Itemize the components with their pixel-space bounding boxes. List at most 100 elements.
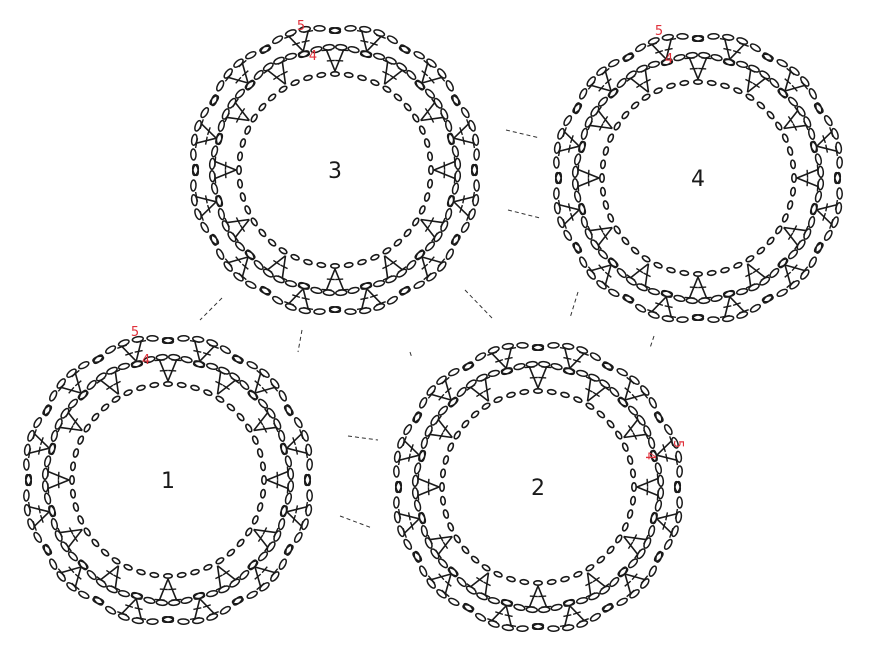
round-5-label: 5 — [670, 440, 685, 448]
motif-1-scallop-chain — [78, 389, 89, 401]
motif-3-chain-stitch — [258, 228, 267, 237]
motif-2-chain-stitch — [440, 483, 444, 491]
motif-1-scallop-chain — [278, 518, 286, 530]
motif-1-scallop-chain — [257, 551, 268, 562]
motif-3-scallop-chain — [272, 295, 284, 305]
motif-2-dc-bar — [409, 454, 411, 462]
motif-2-scallop-chain — [648, 397, 658, 409]
motif-2-chain-stitch — [606, 545, 615, 554]
motif-4-scallop-chain — [815, 242, 823, 254]
motif-2-scallop-chain — [488, 369, 500, 377]
motif-3-chain-stitch — [303, 259, 312, 266]
motif-3-scallop-chain — [468, 120, 477, 132]
motif-3-scallop-chain — [386, 35, 398, 45]
motif-1-scallop-chain — [181, 596, 193, 604]
motif-2-scallop-chain — [414, 462, 422, 474]
motif-2-scallop-chain — [418, 565, 428, 577]
motif-3-chain-stitch — [250, 113, 258, 122]
motif-1-scallop-chain — [105, 605, 117, 615]
motif-3-dc-bar — [206, 137, 208, 145]
motif-4-scallop-chain — [736, 60, 748, 68]
motif-3-chain-stitch — [370, 79, 379, 86]
motif-3-scallop-chain — [244, 250, 256, 261]
motif-1-scallop-chain — [307, 490, 313, 501]
motif-2-scallop-chain — [602, 362, 614, 370]
motif-4-dc-bar — [698, 68, 706, 69]
motif-4-scallop-chain — [572, 166, 578, 177]
motif-2-scallop-chain — [403, 538, 413, 550]
motif-4-scallop-chain — [597, 96, 608, 107]
motif-2-chain-stitch — [470, 555, 479, 564]
motif-2-chain-stitch — [596, 410, 605, 419]
motif-4-dc-bar — [807, 178, 808, 186]
motif-1-chain-stitch — [260, 462, 266, 471]
motif-3-chain-stitch — [357, 75, 366, 82]
motif-1-chain-stitch — [91, 412, 100, 421]
motif-4-scallop-chain — [622, 295, 634, 303]
motif-4-scallop-chain — [578, 88, 588, 100]
motif-3-scallop-chain — [413, 50, 425, 60]
motif-2-scallop-chain — [513, 363, 525, 371]
motif-4-chain-stitch — [707, 80, 716, 86]
motif-1-scallop-chain — [266, 541, 277, 553]
motif-3-scallop-chain — [285, 303, 297, 312]
motif-1-dc-bar — [277, 472, 278, 480]
motif-1-scallop-chain — [206, 339, 218, 348]
motif-1-chain-stitch — [203, 389, 212, 396]
motif-3-scallop-chain — [262, 62, 274, 73]
motif-2-chain-stitch — [461, 545, 470, 554]
motif-4-scallop-chain — [616, 267, 627, 278]
motif-4-chain-stitch — [790, 187, 796, 196]
motif-2-scallop-chain — [658, 487, 664, 498]
motif-3-chain-stitch — [393, 93, 402, 102]
motif-4-scallop-chain — [625, 70, 637, 81]
motif-4-chain-stitch — [733, 262, 742, 269]
motif-3-scallop-chain — [234, 88, 245, 99]
motif-4-scallop-chain — [823, 229, 833, 241]
motif-3-scallop-chain — [433, 97, 444, 109]
motif-2-chain-stitch — [481, 564, 490, 572]
motif-2-chain-stitch — [440, 469, 446, 478]
motif-4-scallop-chain — [586, 76, 597, 88]
motif-2-chain-stitch — [632, 483, 636, 491]
motif-3-dc-bar — [302, 41, 310, 43]
motif-1-chain-stitch — [260, 489, 266, 498]
motif-1-dc-bar — [168, 589, 176, 590]
motif-1-scallop-chain — [168, 600, 179, 606]
motif-3-dc-bar — [327, 60, 335, 61]
motif-2-chain-stitch — [622, 442, 629, 451]
motif-3-scallop-chain — [399, 45, 411, 53]
motif-1-scallop-chain — [92, 354, 104, 365]
motif-4-dc-bar — [665, 49, 673, 51]
motif-3-scallop-chain — [209, 170, 215, 181]
motif-1-scallop-chain — [147, 336, 158, 342]
motif-4-scallop-chain — [698, 52, 709, 58]
join-line — [508, 210, 540, 218]
motif-2-scallop-chain — [488, 346, 500, 355]
motif-3-scallop-chain — [211, 183, 219, 195]
motif-1-dc-bar — [160, 370, 168, 371]
motif-2-scallop-chain — [394, 466, 400, 477]
motif-1-scallop-chain — [42, 480, 48, 491]
motif-1-chain-stitch — [262, 476, 266, 484]
motif-4-dc-bar — [826, 203, 828, 211]
motif-2-scallop-chain — [609, 386, 620, 397]
motif-4-scallop-chain — [563, 115, 573, 127]
motif-3-chain-stitch — [370, 254, 379, 261]
motif-4-scallop-chain — [808, 128, 816, 140]
motif-1-dc-bar — [168, 370, 176, 371]
motif-4-chain-stitch — [707, 270, 716, 276]
motif-3-scallop-chain — [415, 249, 426, 261]
motif-1-chain-stitch — [203, 564, 212, 571]
motif-3-chain-stitch — [357, 259, 366, 266]
motif-1-scallop-chain — [50, 518, 58, 530]
motif-3-scallop-chain — [460, 221, 470, 233]
motif-1-scallop-chain — [178, 619, 189, 625]
motif-4-dc-bar — [807, 170, 808, 178]
motif-1-scallop-chain — [105, 345, 117, 355]
motif-2-scallop-chain — [654, 500, 662, 512]
join-line — [410, 352, 412, 358]
motif-1-scallop-chain — [95, 372, 107, 383]
motif-3-chain-stitch — [419, 205, 426, 214]
motif-1-scallop-chain — [27, 518, 36, 530]
